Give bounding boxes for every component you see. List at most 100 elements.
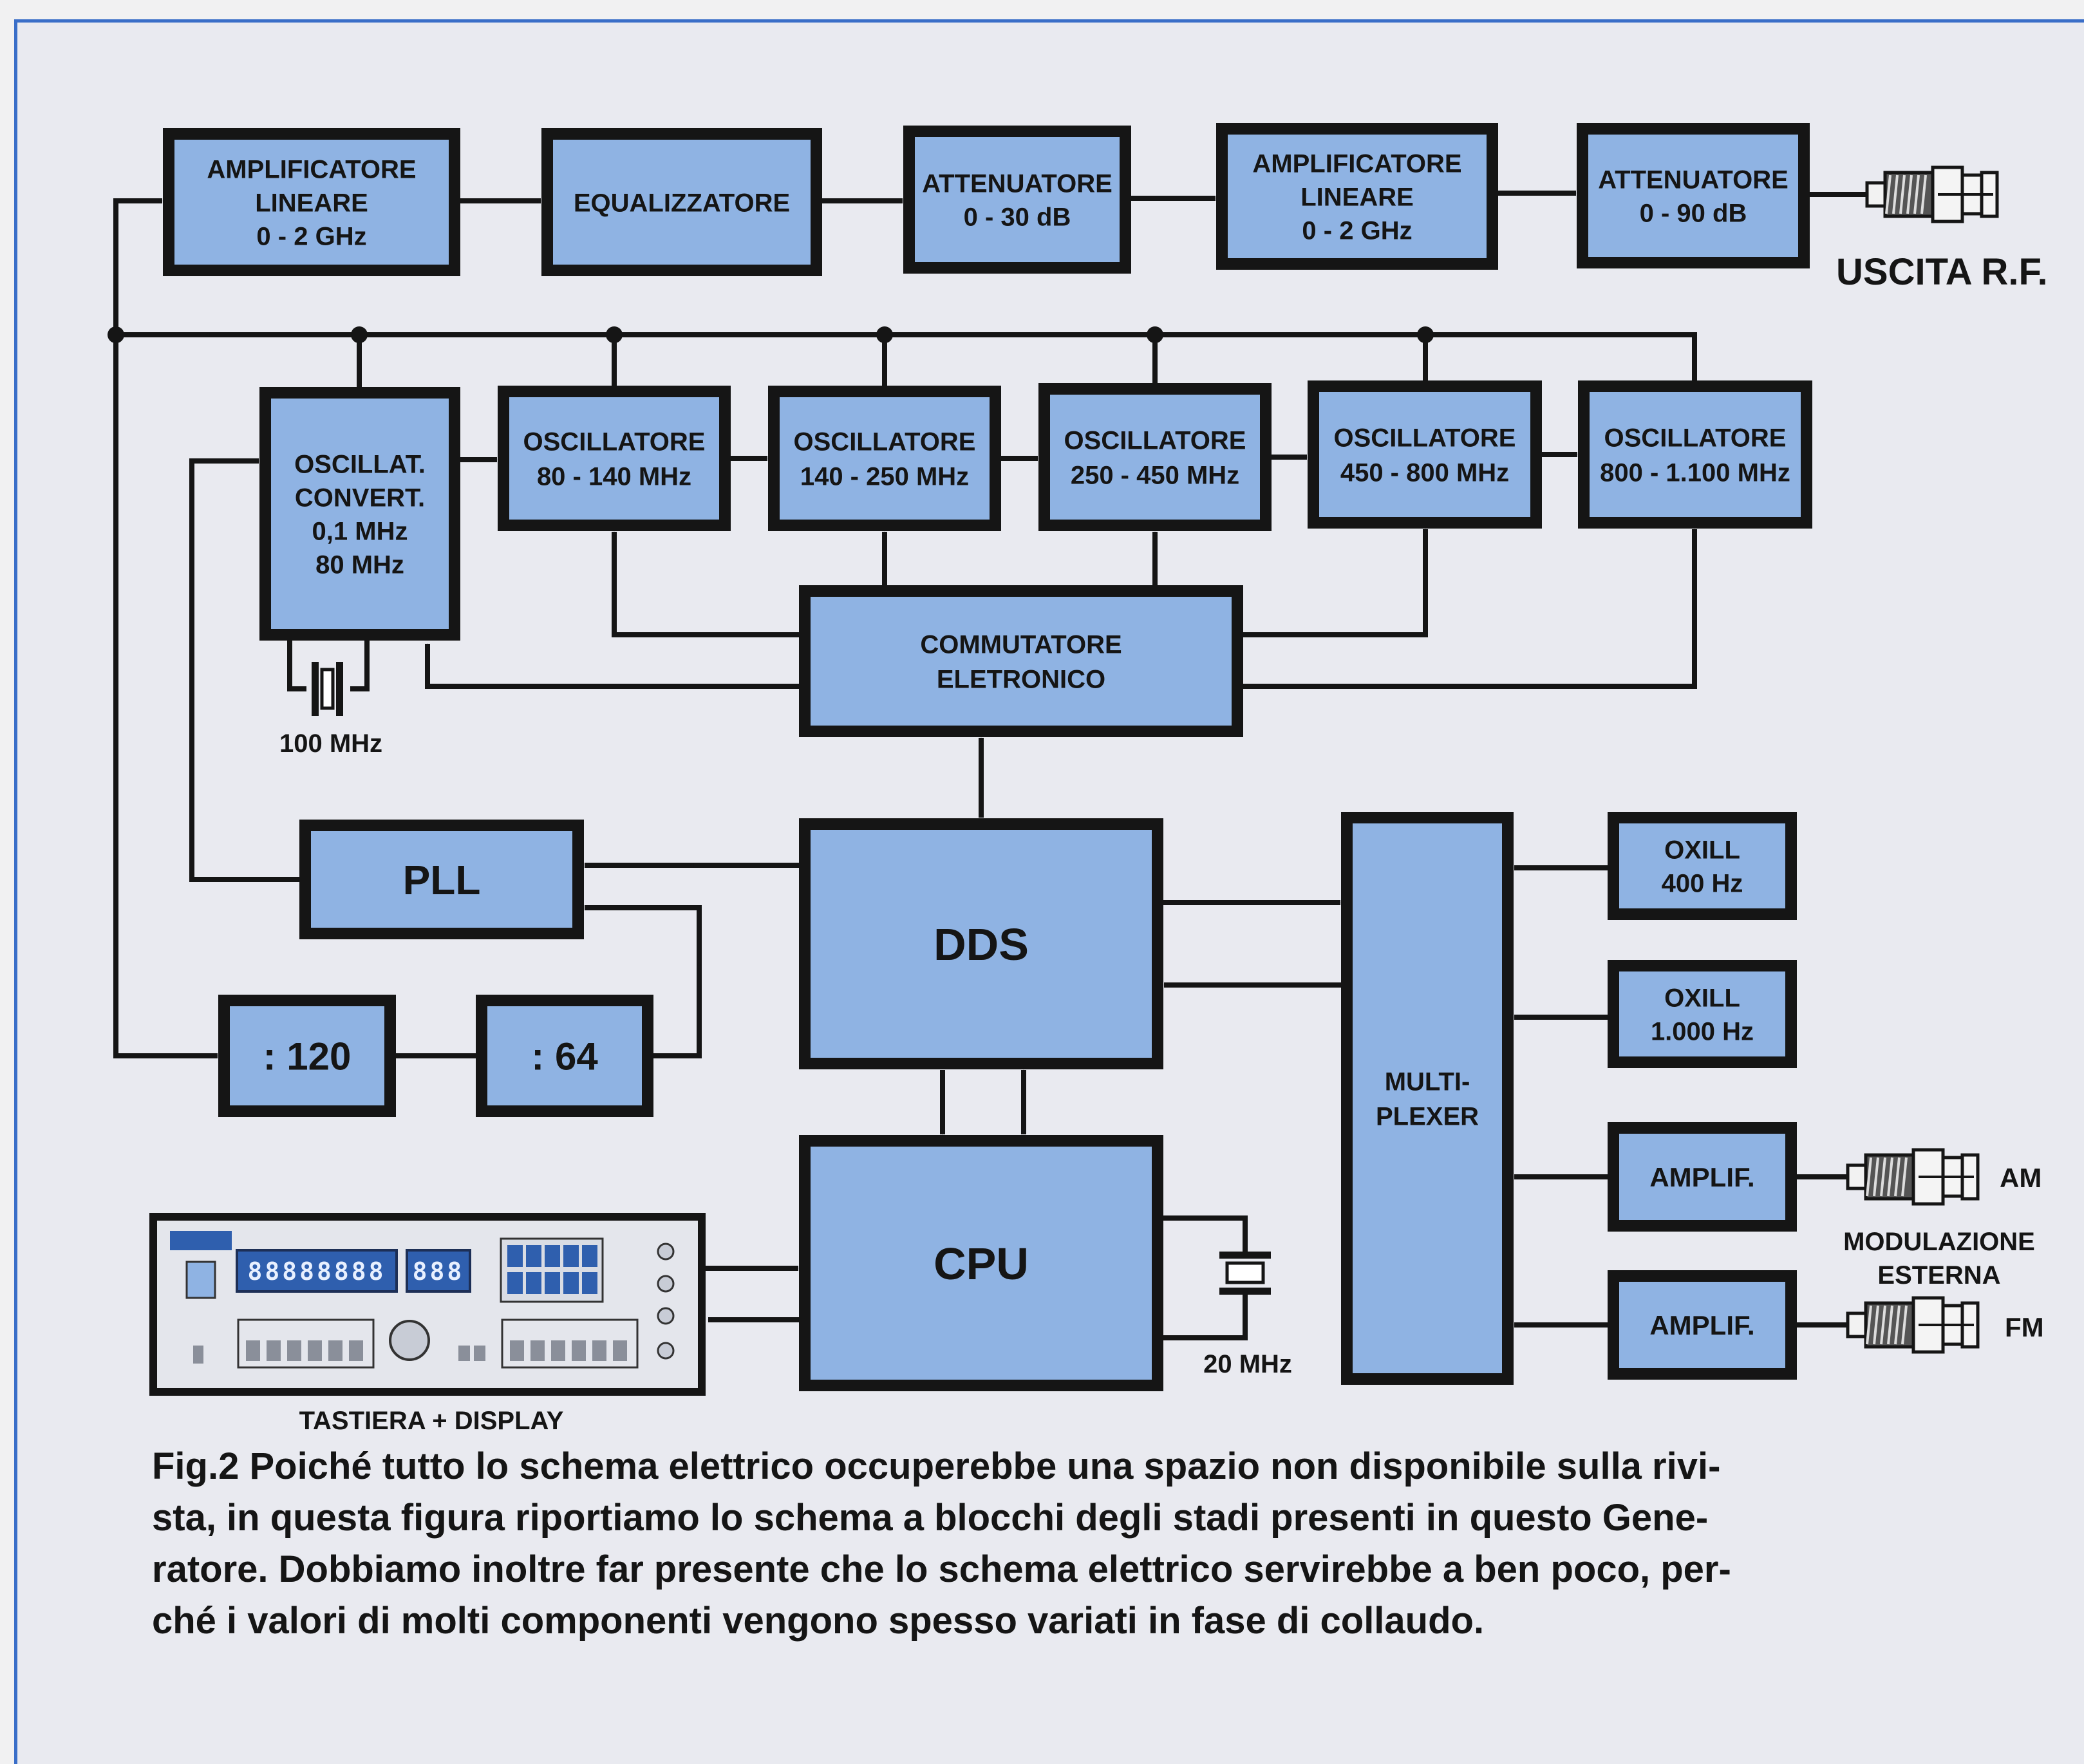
oscillator-bus <box>116 332 1697 386</box>
connector-knurl <box>1873 1305 1879 1345</box>
block-osc3 <box>1038 383 1272 531</box>
block-label: OXILL <box>1664 836 1740 864</box>
block-div120 <box>218 995 396 1117</box>
connector-pin <box>1846 1163 1868 1190</box>
block-label: PLEXER <box>1376 1102 1479 1131</box>
block-commutatore <box>799 585 1243 737</box>
block-pll <box>299 820 584 939</box>
feedback-arrow <box>113 335 218 1058</box>
panel-button <box>193 1346 203 1364</box>
panel-button <box>308 1340 322 1361</box>
connector-knurl <box>1892 174 1899 214</box>
connector-knurl <box>1866 1305 1872 1345</box>
block-cpu <box>799 1135 1163 1391</box>
wire <box>585 905 702 962</box>
block-label: AMPLIFICATORE <box>207 155 416 183</box>
crystal-plate <box>1219 1288 1271 1295</box>
connector-knurl <box>1880 1157 1886 1197</box>
keypad-key <box>582 1245 597 1267</box>
connector-knurl <box>1906 174 1913 214</box>
connector-knurl <box>1885 174 1892 214</box>
keyboard-display-label: TASTIERA + DISPLAY <box>299 1407 564 1435</box>
block-label: MULTI- <box>1385 1067 1470 1096</box>
control-arrow <box>612 531 805 637</box>
block-osc2 <box>768 386 1001 531</box>
block-label: 0 - 90 dB <box>1640 199 1747 227</box>
keypad-key <box>563 1272 579 1294</box>
keypad-key <box>582 1272 597 1294</box>
panel-knob <box>657 1342 675 1360</box>
keypad-key <box>526 1245 541 1267</box>
panel-button <box>530 1340 545 1361</box>
rf-output-connector <box>1865 165 1999 223</box>
external-modulation-label: MODULAZIONE <box>1843 1228 2035 1256</box>
panel-frame <box>149 1213 706 1396</box>
wire <box>1158 1215 1248 1252</box>
block-label: LINEARE <box>255 189 368 217</box>
block-label: 250 - 450 MHz <box>1071 461 1239 489</box>
caption-line: ché i valori di molti componenti vengono… <box>152 1600 1485 1642</box>
block-label: : 120 <box>263 1035 352 1078</box>
figure-caption: Fig.2 Poiché tutto lo schema elettrico o… <box>152 1441 1974 1647</box>
panel-knob <box>657 1275 675 1293</box>
block-label: 80 MHz <box>315 550 404 579</box>
block-label: DDS <box>934 919 1029 970</box>
block-label: OSCILLATORE <box>794 427 976 456</box>
block-label: COMMUTATORE <box>920 630 1122 659</box>
connector-pin <box>1865 181 1887 208</box>
signal-arrow <box>189 458 305 882</box>
connector-knurl <box>1887 1305 1893 1345</box>
connector-knurl <box>1873 1157 1879 1197</box>
crystal-frequency-label: 100 MHz <box>279 729 382 758</box>
block-label: OSCILLATORE <box>1604 424 1787 452</box>
block-div64 <box>476 995 653 1117</box>
wire <box>350 635 370 691</box>
block-label: ATTENUATORE <box>1598 165 1788 194</box>
crystal-body <box>1225 1261 1265 1284</box>
main-display-digits: 88888888 <box>247 1257 386 1286</box>
block-label: CONVERT. <box>295 483 425 512</box>
panel-button <box>592 1340 606 1361</box>
caption-line: sta, in questa figura riportiamo lo sche… <box>152 1497 1709 1539</box>
block-dds <box>799 818 1163 1069</box>
keypad-key <box>526 1272 541 1294</box>
caption-line: ratore. Dobbiamo inoltre far presente ch… <box>152 1548 1731 1590</box>
block-label: EQUALIZZATORE <box>574 189 790 217</box>
block-label: PLL <box>403 857 481 903</box>
power-indicator <box>185 1261 216 1299</box>
connector-knurl <box>1913 174 1920 214</box>
block-multiplexer <box>1341 812 1514 1385</box>
small-display <box>406 1249 471 1293</box>
panel-button <box>613 1340 627 1361</box>
panel-button <box>572 1340 586 1361</box>
wire <box>1158 1294 1248 1340</box>
brand-logo <box>170 1231 232 1250</box>
connector-knurl <box>1901 1157 1908 1197</box>
connector-knurl <box>1899 174 1906 214</box>
block-label: OSCILLAT. <box>294 450 426 478</box>
feedback-arrow <box>113 198 163 335</box>
external-modulation-label: ESTERNA <box>1877 1261 2000 1290</box>
block-equalizer <box>541 128 822 276</box>
panel-button <box>474 1346 485 1361</box>
block-label: OSCILLATORE <box>1334 424 1516 452</box>
keypad-key <box>545 1245 560 1267</box>
main-display <box>236 1249 398 1293</box>
block-label: 450 - 800 MHz <box>1340 458 1509 487</box>
keypad-key <box>563 1245 579 1267</box>
am-input-connector <box>1846 1148 1980 1206</box>
crystal-plate <box>336 662 343 716</box>
panel-button <box>510 1340 524 1361</box>
am-input-label: AM <box>2000 1163 2042 1193</box>
rf-output-label: USCITA R.F. <box>1836 251 2048 293</box>
block-att2 <box>1577 123 1810 268</box>
block-amplif-fm <box>1608 1270 1797 1380</box>
block-osc-conv <box>259 387 460 641</box>
panel-knob <box>657 1243 675 1261</box>
crystal-body <box>320 668 335 710</box>
panel-button <box>349 1340 363 1361</box>
connector-knurl <box>1894 1157 1901 1197</box>
